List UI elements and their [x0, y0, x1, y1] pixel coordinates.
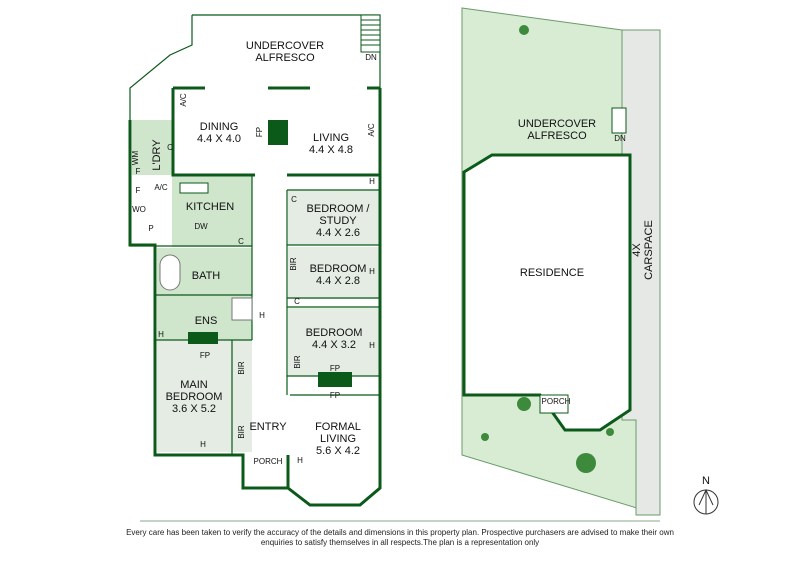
ac-label: A/C — [179, 93, 188, 107]
alfresco-label: ALFRESCO — [255, 52, 315, 64]
cupboard-label: C — [291, 195, 297, 204]
cupboard-label: C — [167, 143, 173, 152]
north-label: N — [702, 475, 710, 487]
fireplace-icon — [318, 372, 352, 387]
fireplace-icon — [268, 120, 288, 145]
disclaimer: Every care has been taken to verify the … — [0, 528, 800, 548]
bedroom2-dimensions: 4.4 X 2.8 — [316, 275, 360, 287]
ensuite-label: ENS — [195, 315, 218, 327]
dishwasher-label: DW — [194, 222, 208, 231]
formal-living-label: LIVING — [320, 433, 356, 445]
main-bedroom-label: BEDROOM — [166, 391, 223, 403]
living-label: LIVING — [313, 132, 349, 144]
fridge-label: F — [136, 167, 141, 176]
fridge-label: F — [136, 186, 141, 195]
ac-label: A/C — [367, 123, 376, 137]
entry-label: ENTRY — [249, 421, 287, 433]
tree-icon — [519, 25, 529, 35]
living-dimensions: 4.4 X 4.8 — [309, 144, 353, 156]
heater-label: H — [259, 311, 265, 320]
bedroom-study-area — [288, 190, 380, 245]
heater-label: H — [297, 456, 303, 465]
site-alfresco-label: UNDERCOVER — [518, 118, 596, 130]
bedroom3-dimensions: 4.4 X 3.2 — [312, 339, 356, 351]
heater-label: H — [200, 440, 206, 449]
porch-label: PORCH — [254, 457, 283, 466]
disclaimer-line: Every care has been taken to verify the … — [126, 528, 674, 537]
site-alfresco-label: ALFRESCO — [527, 130, 587, 142]
tree-icon — [576, 453, 596, 473]
west-wall — [128, 120, 288, 490]
main-bedroom-area — [157, 340, 252, 452]
formal-living-dimensions: 5.6 X 4.2 — [316, 445, 360, 457]
bath-label: BATH — [192, 270, 221, 282]
dining-label: DINING — [200, 121, 239, 133]
floor-plan: UNDERCOVER ALFRESCO DN DINING 4.4 X 4.0 … — [128, 14, 382, 507]
cooktop-icon — [179, 182, 209, 194]
ac-label: A/C — [154, 183, 168, 192]
bedroom3-area — [288, 308, 380, 376]
fp-label: FP — [330, 391, 340, 400]
bir-label: BIR — [237, 425, 246, 439]
dn-label: DN — [365, 53, 377, 62]
bedroom2-label: BEDROOM — [310, 263, 367, 275]
bedroom-study-label: BEDROOM / — [307, 203, 371, 215]
heater-label: H — [369, 341, 375, 350]
washing-machine-label: WM — [131, 151, 140, 166]
site-dn-label: DN — [614, 134, 626, 143]
heater-label: H — [369, 177, 375, 186]
pantry-label: P — [148, 224, 153, 233]
carspace-label: 4X — [631, 243, 643, 257]
heater-label: H — [369, 267, 375, 276]
main-bedroom-dimensions: 3.6 X 5.2 — [172, 403, 216, 415]
wall-oven-label: WO — [132, 205, 146, 214]
bedroom-study-dimensions: 4.4 X 2.6 — [316, 227, 360, 239]
bay-window — [286, 455, 382, 507]
north-arrow-icon: N — [693, 475, 719, 515]
bedroom-study-label: STUDY — [319, 215, 357, 227]
shower-icon — [231, 297, 253, 321]
fp-label: FP — [330, 364, 340, 373]
bir-label: BIR — [289, 257, 298, 271]
cupboard-label: C — [294, 297, 300, 306]
laundry-label: L'DRY — [151, 139, 163, 171]
bir-label: BIR — [293, 355, 302, 369]
stairs-icon — [360, 14, 381, 53]
tree-icon — [481, 433, 489, 441]
bir-label: BIR — [237, 361, 246, 375]
dining-dimensions: 4.4 X 4.0 — [197, 133, 241, 145]
fp-label: FP — [255, 127, 264, 137]
residence-outline — [462, 153, 632, 432]
heater-label: H — [158, 330, 164, 339]
bedroom3-label: BEDROOM — [306, 327, 363, 339]
alfresco-label: UNDERCOVER — [246, 40, 324, 52]
formal-living-label: FORMAL — [315, 421, 361, 433]
tree-icon — [517, 397, 531, 411]
fireplace-icon — [188, 332, 218, 344]
site-porch-label: PORCH — [542, 397, 571, 406]
bathtub-icon — [159, 254, 181, 291]
kitchen-label: KITCHEN — [186, 201, 234, 213]
cupboard-label: C — [238, 237, 244, 246]
residence-label: RESIDENCE — [520, 267, 584, 279]
disclaimer-line: enquiries to satisfy themselves in all r… — [260, 538, 540, 547]
laundry-area — [132, 120, 172, 175]
main-bedroom-label: MAIN — [180, 379, 208, 391]
site-plan: PORCH DN UNDERCOVER ALFRESCO RESIDENCE 4… — [461, 7, 719, 516]
fp-label: FP — [200, 351, 210, 360]
site-porch — [539, 394, 569, 414]
tree-icon — [606, 428, 614, 436]
stairs-icon — [611, 107, 627, 134]
bedroom2-area — [288, 247, 380, 299]
carspace-label: CARSPACE — [643, 220, 655, 280]
